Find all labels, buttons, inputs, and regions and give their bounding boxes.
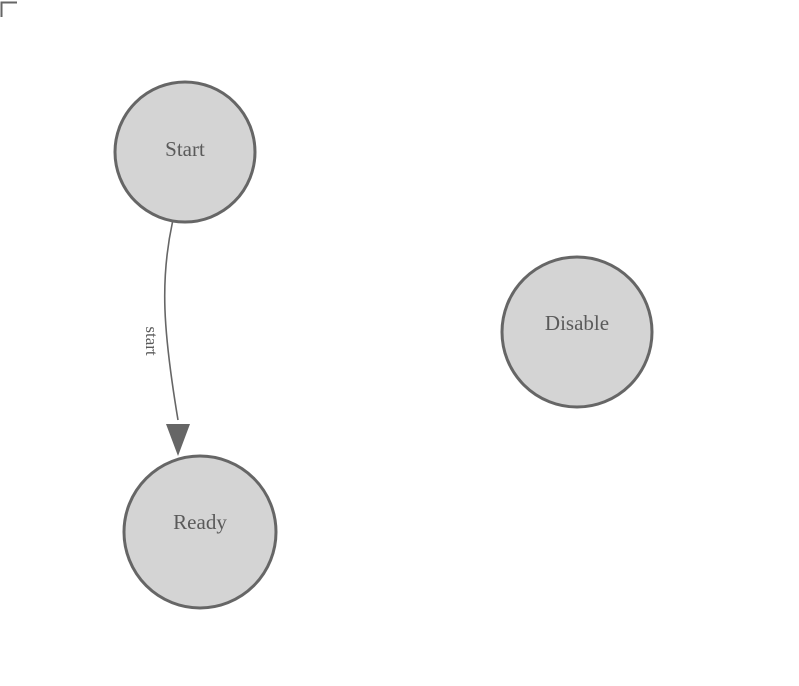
node-disable-label: Disable — [545, 311, 609, 335]
node-start[interactable]: Start — [113, 80, 257, 224]
node-ready[interactable]: Ready — [122, 454, 278, 610]
node-start-shape[interactable] — [113, 80, 257, 224]
edge-start-to-ready[interactable]: start — [142, 221, 190, 456]
edge-arrowhead-icon — [166, 424, 190, 456]
node-ready-shape[interactable] — [122, 454, 278, 610]
edge-label-start: start — [142, 326, 161, 356]
node-disable-shape[interactable] — [500, 255, 654, 409]
node-disable[interactable]: Disable — [500, 255, 654, 409]
edge-line — [163, 221, 179, 421]
node-start-label: Start — [165, 137, 205, 161]
crop-corner-mark-icon — [0, 1, 17, 17]
node-ready-label: Ready — [173, 510, 227, 534]
